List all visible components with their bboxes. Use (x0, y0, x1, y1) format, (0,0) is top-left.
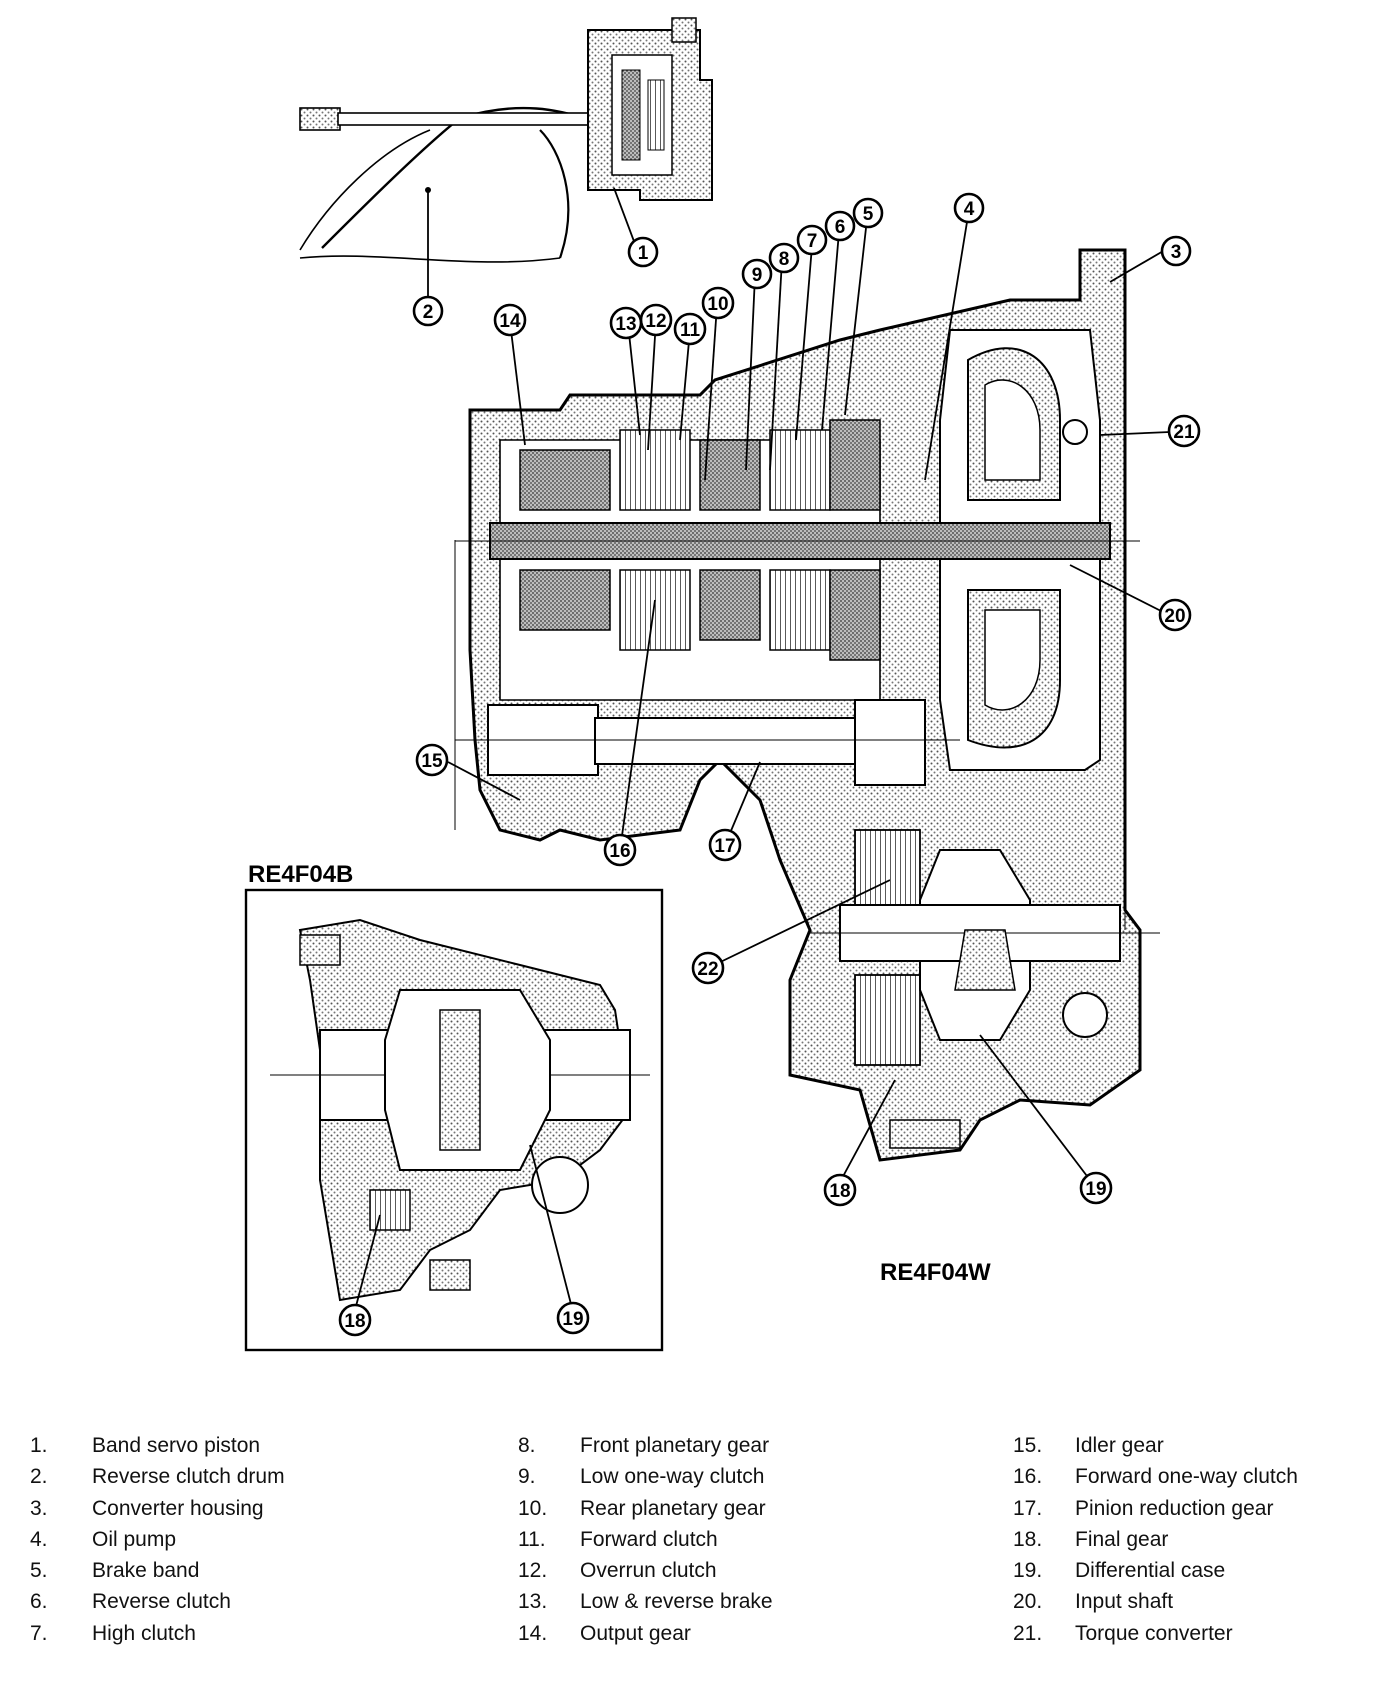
callout-21: 21 (1167, 414, 1201, 448)
callout-13-number: 13 (615, 314, 636, 335)
callout-6: 6 (824, 210, 856, 242)
legend-item: 19.Differential case (1013, 1559, 1226, 1583)
legend-item: 6.Reverse clutch (30, 1590, 231, 1614)
callout-11: 11 (673, 312, 707, 346)
legend-item: 11.Forward clutch (518, 1527, 718, 1551)
legend-item: 9.Low one-way clutch (518, 1465, 765, 1489)
legend-item: 13.Low & reverse brake (518, 1590, 773, 1614)
callout-19: 19 (1079, 1171, 1113, 1205)
legend-item: 21.Torque converter (1013, 1621, 1233, 1645)
callout-9-number: 9 (752, 265, 763, 286)
callout-18-inset: 18 (338, 1303, 372, 1337)
callout-17-number: 17 (714, 836, 735, 857)
callout-8: 8 (768, 242, 800, 274)
callout-5: 5 (852, 197, 884, 229)
legend-item: 5.Brake band (30, 1559, 200, 1583)
callout-2-number: 2 (423, 302, 434, 323)
callout-18: 18 (823, 1173, 857, 1207)
callout-13: 13 (609, 306, 643, 340)
callout-18-number: 18 (829, 1181, 850, 1202)
callout-10: 10 (701, 286, 735, 320)
callout-12-number: 12 (645, 311, 666, 332)
callout-14-number: 14 (499, 311, 521, 332)
callout-6-number: 6 (835, 217, 846, 238)
callout-14: 14 (493, 303, 527, 337)
callout-18-inset-number: 18 (344, 1311, 365, 1332)
callout-1-number: 1 (638, 243, 649, 264)
callout-19-inset: 19 (556, 1301, 590, 1335)
callout-1: 1 (627, 236, 659, 268)
legend-item: 16.Forward one-way clutch (1013, 1465, 1298, 1489)
callout-9: 9 (741, 258, 773, 290)
callout-5-number: 5 (863, 204, 874, 225)
callout-16: 16 (603, 833, 637, 867)
callout-11-number: 11 (680, 320, 701, 341)
callout-21-number: 21 (1173, 422, 1195, 443)
legend-item: 3.Converter housing (30, 1496, 264, 1520)
callout-8-number: 8 (779, 249, 790, 270)
inset-re4f04b (244, 888, 664, 1352)
legend-column-2: 8.Front planetary gear 9.Low one-way clu… (518, 1430, 958, 1649)
callout-22: 22 (691, 951, 725, 985)
parts-legend: 1.Band servo piston 2.Reverse clutch dru… (0, 1430, 1376, 1700)
legend-item: 1.Band servo piston (30, 1434, 261, 1457)
callout-15-number: 15 (421, 751, 443, 772)
legend-item: 2.Reverse clutch drum (30, 1465, 285, 1489)
legend-item: 4.Oil pump (30, 1527, 177, 1551)
inset-model-label: RE4F04B (248, 861, 353, 888)
legend-item: 20.Input shaft (1013, 1590, 1174, 1614)
callout-12: 12 (639, 303, 673, 337)
callout-3: 3 (1160, 235, 1192, 267)
callout-10-number: 10 (707, 294, 728, 315)
legend-item: 15.Idler gear (1013, 1434, 1164, 1457)
callout-2: 2 (412, 295, 444, 327)
callout-17: 17 (708, 828, 742, 862)
legend-item: 12.Overrun clutch (518, 1559, 717, 1583)
callout-19-inset-number: 19 (562, 1309, 583, 1330)
callout-7: 7 (796, 224, 828, 256)
callout-22-number: 22 (697, 959, 718, 980)
legend-item: 7.High clutch (30, 1621, 196, 1645)
callout-7-number: 7 (807, 231, 818, 252)
callout-3-number: 3 (1171, 242, 1182, 263)
legend-item: 18.Final gear (1013, 1527, 1169, 1551)
callout-4-number: 4 (964, 199, 975, 220)
callout-19-number: 19 (1085, 1179, 1106, 1200)
callout-16-number: 16 (609, 841, 630, 862)
legend-column-1: 1.Band servo piston 2.Reverse clutch dru… (30, 1430, 470, 1649)
callout-20-number: 20 (1164, 606, 1185, 627)
transaxle-case (454, 248, 1160, 1162)
legend-item: 8.Front planetary gear (518, 1434, 770, 1457)
legend-column-3: 15.Idler gear 16.Forward one-way clutch … (1013, 1430, 1376, 1649)
legend-item: 10.Rear planetary gear (518, 1496, 766, 1520)
legend-item: 14.Output gear (518, 1621, 691, 1645)
callout-20: 20 (1158, 598, 1192, 632)
band-servo-detail (299, 17, 713, 263)
main-model-label: RE4F04W (880, 1259, 991, 1286)
callout-4: 4 (953, 192, 985, 224)
leader-lines (354, 187, 1171, 1311)
callout-15: 15 (415, 743, 449, 777)
legend-item: 17.Pinion reduction gear (1013, 1496, 1274, 1520)
